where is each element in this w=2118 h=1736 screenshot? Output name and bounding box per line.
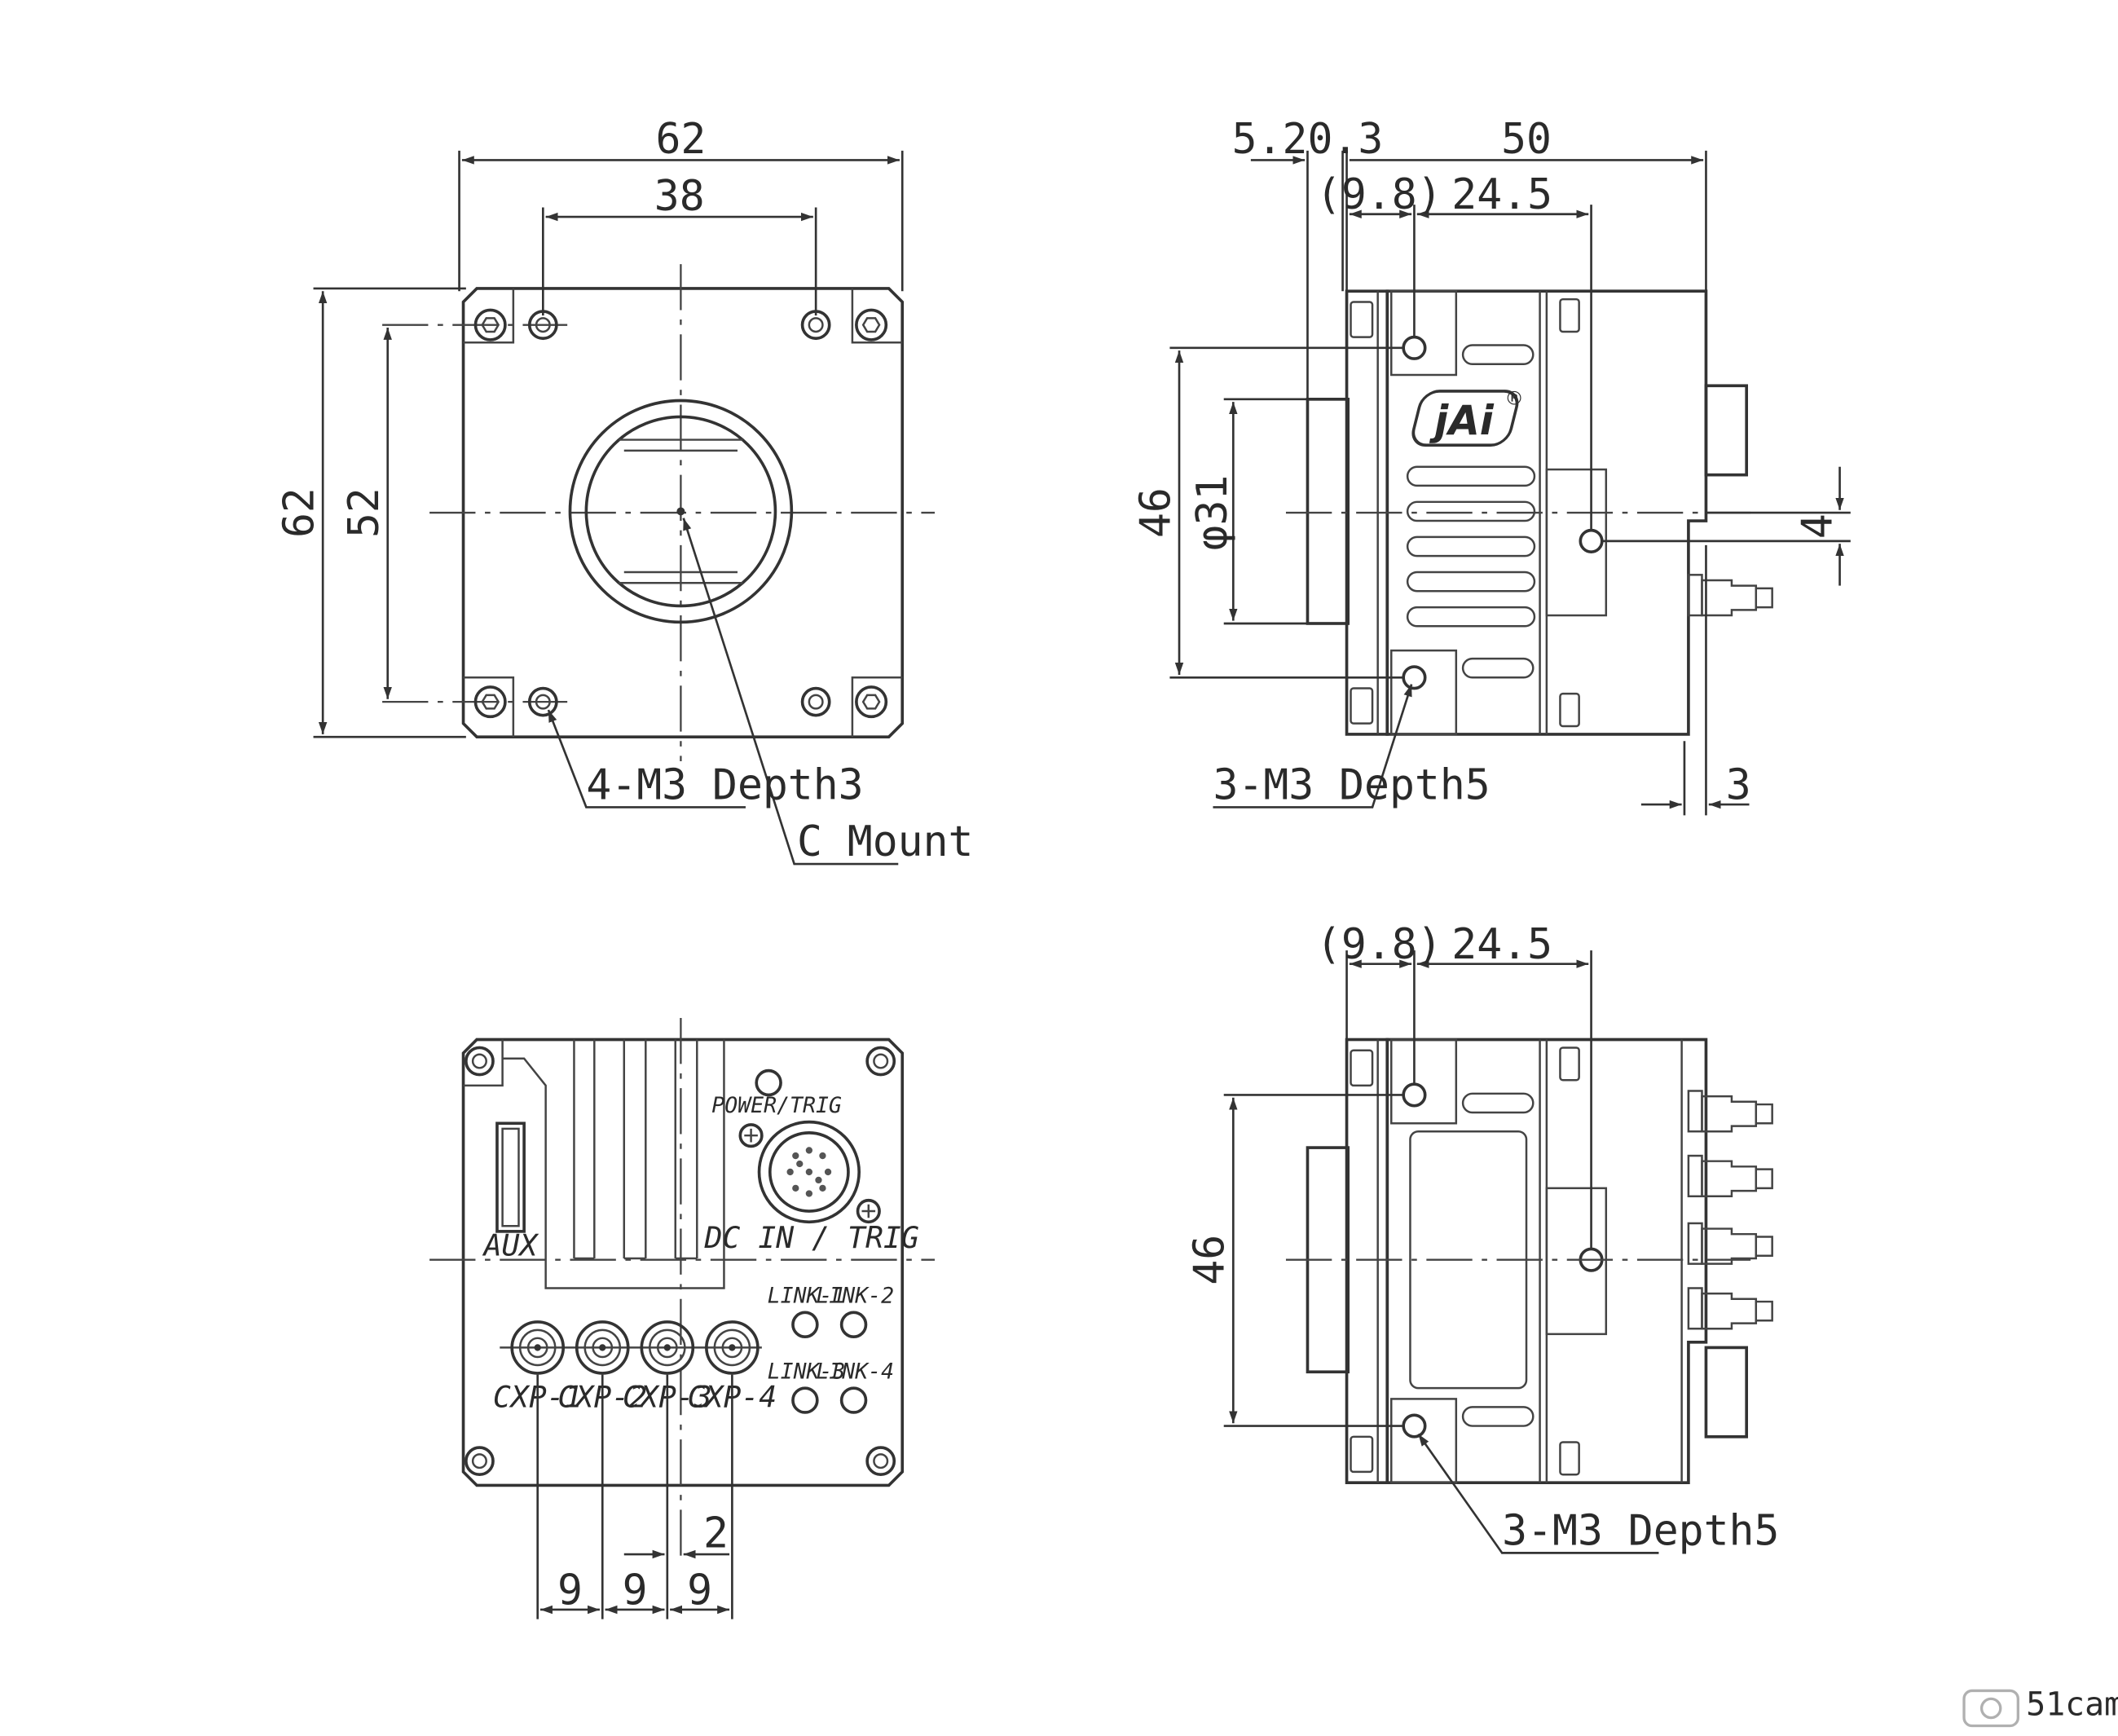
dim-front-hole-vertical: 52: [340, 487, 389, 538]
dim-side-flange: 5.2: [1232, 115, 1308, 164]
label-link-3: LINK-3: [768, 1359, 846, 1385]
dim-rear-pitch-1: 9: [557, 1566, 583, 1615]
side2-screw-1: [1350, 1049, 1374, 1087]
note-front-holes: 4-M3 Depth3: [586, 760, 863, 809]
leader-front-holes: [547, 709, 746, 809]
dim-side-hole-offset: 24.5: [1451, 170, 1552, 219]
front-view: 62 38 62 52 4-M3 Depth3 C Mount: [275, 115, 974, 866]
aux-port-inner: [501, 1127, 520, 1227]
label-aux: AUX: [482, 1228, 539, 1263]
link-leds: [791, 1311, 868, 1414]
side2-boss-bottom: [1390, 1398, 1458, 1484]
side-mid-block: [1545, 468, 1608, 617]
dim-side-gap: 0.3: [1307, 115, 1383, 164]
side-hole-top: [1402, 335, 1427, 360]
label-link-4: LINK-4: [816, 1359, 894, 1385]
aux-port: [495, 1121, 526, 1233]
svg-text:jAi: jAi: [1429, 397, 1495, 444]
side2-screw-2: [1350, 1435, 1374, 1474]
rear-top-recess: [463, 1039, 725, 1289]
side-screw-1: [1350, 301, 1374, 338]
watermark-brand: 51camera: [2026, 1685, 2118, 1723]
note-c-mount: C Mount: [797, 817, 974, 866]
rear-corner-screws: [465, 1046, 896, 1477]
jai-logo: jAi ®: [1411, 387, 1524, 447]
dim-front-height: 62: [275, 487, 324, 538]
dim-side2-height: 46: [1186, 1235, 1235, 1285]
power-led: [755, 1068, 782, 1097]
side-boss-bottom: [1390, 649, 1458, 736]
rear-body-outline: [461, 1038, 905, 1487]
dim-side-length: 50: [1501, 115, 1552, 164]
dim-rear-offset: 2: [703, 1509, 729, 1558]
registered-mark: ®: [1504, 387, 1523, 409]
label-dc-in-trig: DC IN / TRIG: [703, 1220, 918, 1255]
dim-front-width: 62: [655, 115, 706, 164]
side-dimensions: [1169, 150, 1851, 816]
side-hole-center: [1579, 528, 1604, 553]
watermark: 51camera: [1962, 1685, 2118, 1728]
side-coax-connector: [1687, 574, 1773, 617]
side-heat-fins: [1406, 344, 1536, 679]
dc-connector: [738, 1120, 881, 1224]
front-screw-holes: [473, 308, 888, 719]
sensor-window: [619, 438, 743, 584]
side-screw-2: [1350, 687, 1374, 725]
rear-view: AUX POWER/TRIG DC IN / TRIG: [429, 1017, 936, 1619]
dim-rear-pitch-3: 9: [687, 1566, 712, 1615]
note-side2-holes: 3-M3 Depth5: [1502, 1506, 1779, 1555]
label-power-trig: POWER/TRIG: [711, 1093, 842, 1118]
side2-mid-block: [1545, 1187, 1608, 1336]
side2-front-flange: [1345, 1038, 1389, 1484]
leader-side-holes: [1213, 684, 1413, 809]
c-mount-ring-outer: [568, 399, 794, 624]
side-view-2: (9.8) 24.5 46 3-M3 Depth5: [1186, 920, 1780, 1555]
side2-hole-top: [1402, 1082, 1427, 1108]
leader-side2-holes: [1417, 1433, 1659, 1554]
side2-slot-top: [1461, 1092, 1535, 1114]
rear-dimensions: [536, 1374, 733, 1619]
front-body-outline: [461, 287, 905, 739]
side2-coax-connectors: [1687, 1090, 1773, 1330]
dim-front-hole-spacing: 38: [654, 172, 705, 221]
side2-slot-bottom: [1461, 1406, 1535, 1427]
c-mount-ring-inner: [584, 415, 777, 608]
dim-side-height: 46: [1131, 487, 1180, 538]
side2-dimensions: [1223, 950, 1592, 1427]
note-side-holes: 3-M3 Depth5: [1213, 760, 1490, 809]
dim-side-front-ref: (9.8): [1316, 170, 1442, 219]
side-rear-connector-block: [1704, 384, 1749, 477]
cxp-connectors: [510, 1320, 760, 1375]
side2-screw-4: [1559, 1441, 1580, 1476]
side-hole-bottom: [1402, 665, 1427, 690]
side-lens-mount: [1306, 398, 1350, 625]
side-boss-top: [1390, 289, 1458, 377]
dim-rear-pitch-2: 9: [623, 1566, 648, 1615]
leader-c-mount: [682, 518, 899, 866]
side-screw-4: [1559, 692, 1580, 728]
side2-screw-3: [1559, 1046, 1580, 1082]
side-screw-3: [1559, 297, 1580, 333]
side2-hole-bottom: [1402, 1413, 1427, 1439]
side2-rear-block: [1704, 1346, 1749, 1439]
label-link-2: LINK-2: [816, 1284, 894, 1309]
dim-side-diameter: φ31: [1188, 475, 1237, 551]
dim-side-center-offset: 4: [1794, 513, 1843, 539]
dim-side-connector: 3: [1726, 760, 1751, 809]
side-view: jAi ®: [1131, 115, 1851, 816]
front-inner-outline: [463, 288, 903, 738]
label-link-1: LINK-1: [768, 1284, 846, 1309]
side2-main-body: [1385, 1038, 1708, 1484]
optical-center-dot: [676, 507, 685, 516]
dim-side2-hole-offset: 24.5: [1451, 920, 1552, 969]
dim-side2-front-ref: (9.8): [1316, 920, 1442, 969]
side2-boss-top: [1390, 1038, 1458, 1125]
front-dimensions: [313, 150, 904, 738]
